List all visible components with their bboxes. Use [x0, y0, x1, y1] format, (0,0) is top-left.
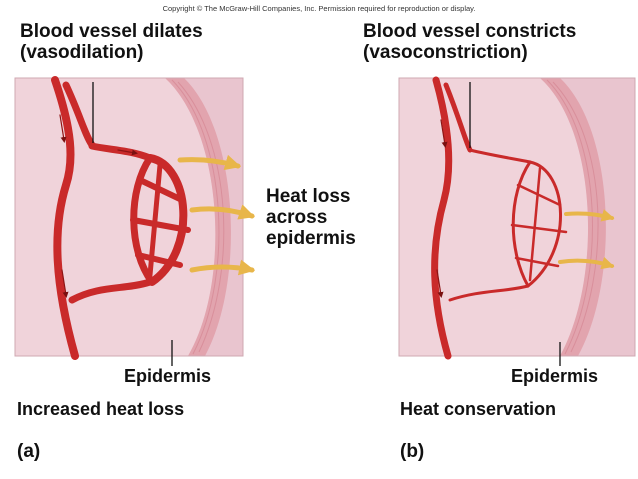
vein-a: [62, 81, 96, 149]
title-b-line2: (vasoconstriction): [363, 42, 528, 63]
vein-b: [443, 82, 473, 153]
epidermis-label-a: Epidermis: [124, 366, 212, 386]
title-b-line1: Blood vessel constricts: [363, 21, 577, 42]
heat-arrow-a2: [189, 204, 256, 220]
epidermis-layer-b: [540, 78, 606, 356]
artery-b: [431, 76, 453, 360]
heat-arrow-a1: [177, 154, 242, 171]
flow-arrow-b2: [436, 269, 444, 298]
title-vasodilation: Blood vessel dilates (vasodilation): [20, 21, 203, 63]
flow-arrow-a2: [61, 269, 69, 298]
caption-increased-heat-loss: Increased heat loss: [17, 399, 185, 419]
artery-a: [51, 76, 79, 360]
caption-heat-conservation: Heat conservation: [400, 399, 557, 419]
section-frame-b: [398, 77, 636, 357]
heat-arrow-b1: [564, 209, 615, 222]
copyright-notice: Copyright © The McGraw-Hill Companies, I…: [162, 4, 476, 13]
capillary-loop-b: [526, 160, 562, 288]
capillary-loop-a: [146, 154, 188, 286]
title-a-line1: Blood vessel dilates: [20, 21, 203, 42]
capillary-inner-b: [511, 160, 532, 288]
capillary-b4: [528, 166, 542, 282]
heat-arrow-b2: [558, 256, 615, 270]
branch-lower-b: [448, 284, 530, 302]
heat-loss-line3: epidermis: [266, 228, 356, 249]
title-a-line2: (vasodilation): [20, 42, 144, 63]
blood-vessels-dilated: [51, 76, 191, 360]
flow-arrow-b1: [440, 119, 448, 148]
capillary-b2: [510, 223, 568, 234]
capillary-b1: [516, 183, 562, 207]
branch-lower-a: [68, 278, 154, 304]
heat-loss-line2: across: [266, 207, 328, 228]
capillary-a2: [130, 217, 191, 233]
panel-letter-a: (a): [17, 441, 41, 462]
heat-arrows-b: [558, 209, 615, 270]
heat-loss-line1: Heat loss: [266, 186, 351, 207]
title-vasoconstriction: Blood vessel constricts (vasoconstrictio…: [363, 21, 576, 63]
epidermis-line-b: [546, 79, 593, 355]
capillary-b3: [514, 256, 560, 268]
capillary-a4: [147, 162, 163, 278]
branch-upper-b: [468, 148, 532, 164]
epidermis-label-b: Epidermis: [511, 366, 599, 386]
capillary-a1: [137, 177, 185, 203]
heat-loss-label: Heat loss across epidermis: [266, 186, 356, 249]
epidermis-line-b2: [552, 81, 599, 353]
capillary-a3: [135, 252, 183, 268]
flow-arrow-a1: [59, 114, 67, 143]
heat-arrow-a3: [189, 259, 256, 276]
blood-vessels-constricted: [431, 76, 568, 360]
skin-section-a: [15, 78, 243, 356]
panel-letter-b: (b): [400, 441, 425, 462]
flow-arrow-a3: [117, 149, 138, 156]
heat-arrows-a: [177, 154, 256, 276]
